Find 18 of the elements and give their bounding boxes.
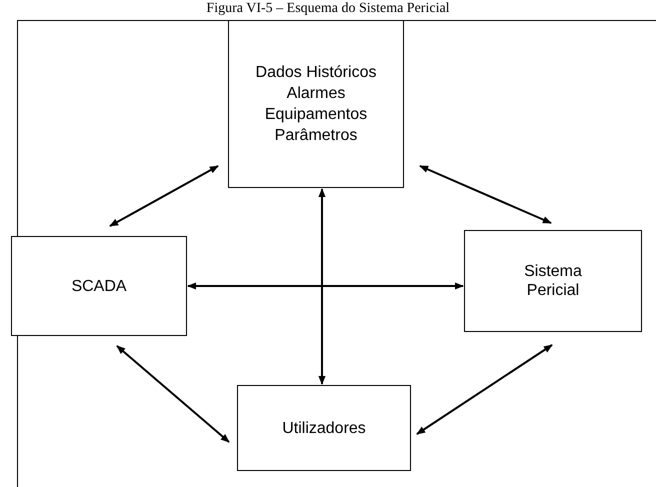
node-text: Equipamentos [264, 105, 368, 124]
figure-title: Figura VI-5 – Esquema do Sistema Pericial [205, 0, 451, 17]
double-arrow [419, 165, 552, 224]
double-arrow [187, 282, 464, 290]
double-arrow [116, 345, 230, 443]
double-arrow [416, 344, 553, 435]
double-arrow [109, 165, 219, 227]
node-heading: Dados Históricos [256, 63, 376, 82]
process-box [11, 236, 187, 336]
double-arrow [318, 188, 326, 385]
node-label: Sistema Pericial [523, 262, 583, 300]
process-box [228, 20, 404, 188]
node-text: Parâmetros [274, 126, 358, 145]
node-label: Utilizadores [282, 418, 366, 438]
node-label: SCADA [71, 276, 127, 296]
process-box [237, 385, 411, 471]
node-text: Alarmes [286, 84, 346, 103]
process-box [464, 230, 642, 332]
